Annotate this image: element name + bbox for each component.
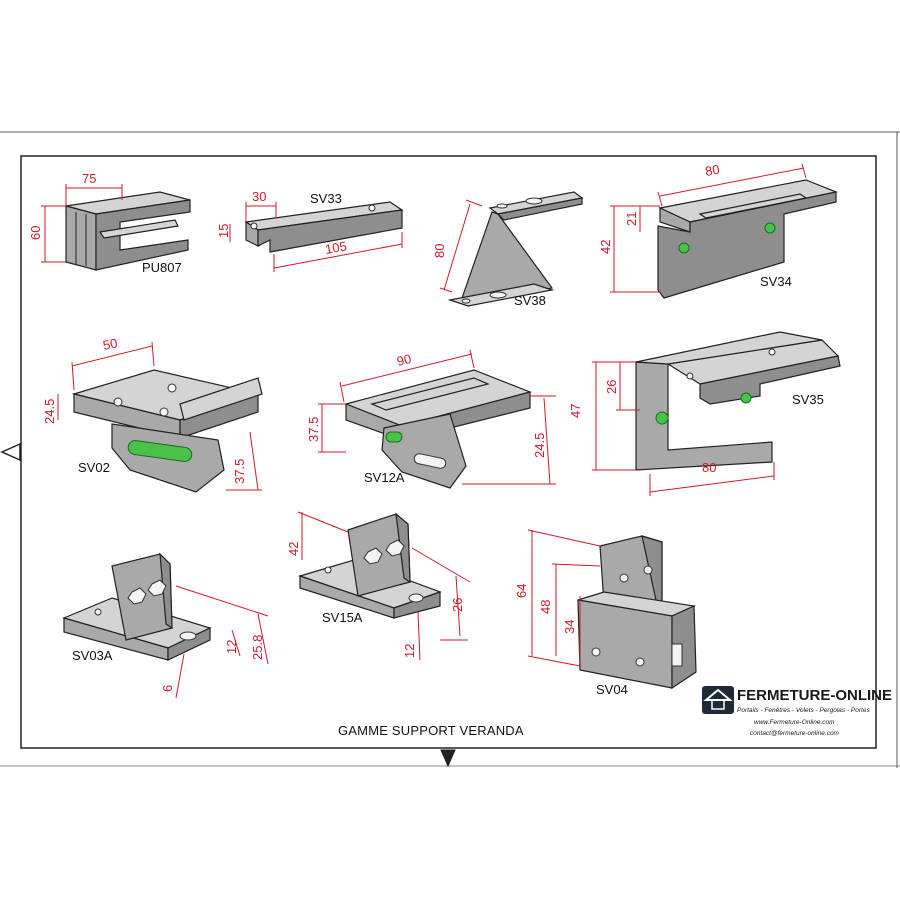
sv04-dim-64: 64 (514, 584, 529, 598)
sv12a-dim-length: 90 (395, 351, 412, 369)
part-pu807: 75 60 PU807 (28, 171, 191, 275)
sv15a-dim-26: 26 (450, 598, 465, 612)
sv02-label: SV02 (78, 460, 110, 475)
pu807-dim-width: 75 (82, 171, 96, 186)
brand-website: www.Fermeture-Online.com (754, 719, 835, 726)
sv15a-label: SV15A (322, 610, 363, 625)
sv34-dim-42: 42 (598, 240, 613, 254)
brand-name: FERMETURE-ONLINE (737, 687, 892, 704)
sv34-dim-length: 80 (704, 162, 721, 179)
sv04-label: SV04 (596, 682, 628, 697)
part-sv33: 30 15 105 SV33 (216, 189, 404, 272)
sv34-dim-21: 21 (624, 212, 639, 226)
sv12a-dim-37-5: 37.5 (306, 417, 321, 442)
sv12a-label: SV12A (364, 470, 405, 485)
part-sv03a: 12 25.8 6 SV03A (62, 552, 269, 699)
sv04-dim-34: 34 (562, 620, 577, 634)
part-sv34: 80 21 42 SV34 (598, 162, 839, 299)
sv03a-label: SV03A (72, 648, 113, 663)
sv03a-dim-25-8: 25.8 (250, 635, 265, 660)
sv38-label: SV38 (514, 293, 546, 308)
sv15a-dim-12: 12 (402, 644, 417, 658)
part-sv04: 64 48 34 SV04 (514, 529, 697, 697)
sv15a-dim-42: 42 (286, 542, 301, 556)
brand-logo: FERMETURE-ONLINE Portails - Fenêtres - V… (702, 686, 892, 737)
sv35-dim-26: 26 (604, 380, 619, 394)
part-sv35: 26 47 80 SV35 (568, 331, 841, 496)
sv04-dim-48: 48 (538, 600, 553, 614)
sv03a-dim-12: 12 (224, 640, 239, 654)
sv03a-dim-6: 6 (160, 685, 175, 692)
part-sv12a: 90 37.5 24.5 SV12A (306, 349, 556, 489)
sv02-dim-24-5: 24.5 (42, 399, 57, 424)
part-sv38: 80 SV38 (432, 191, 584, 308)
sv12a-dim-24-5: 24.5 (532, 433, 547, 458)
sv35-label: SV35 (792, 392, 824, 407)
sv38-dim-height: 80 (432, 244, 447, 258)
part-sv02: 50 24.5 37.5 SV02 (42, 335, 263, 493)
pu807-label: PU807 (142, 260, 182, 275)
sheet-title: GAMME SUPPORT VERANDA (338, 723, 524, 738)
sv02-dim-width: 50 (102, 335, 119, 353)
sv33-label: SV33 (310, 191, 342, 206)
drawing-border (20, 155, 877, 749)
sv33-dim-width: 30 (252, 189, 266, 204)
brand-tagline: Portails - Fenêtres - Volets - Pergolas … (737, 707, 870, 714)
sv33-dim-length: 105 (324, 238, 348, 257)
pu807-dim-height: 60 (28, 226, 43, 240)
sv02-dim-37-5: 37.5 (232, 459, 247, 484)
sv34-label: SV34 (760, 274, 792, 289)
sv35-dim-47: 47 (568, 404, 583, 418)
sv33-dim-height: 15 (216, 224, 231, 238)
left-marker-icon (0, 442, 21, 462)
bottom-marker-icon (440, 749, 456, 768)
brand-email: contact@fermeture-online.com (750, 730, 840, 737)
sv35-dim-length: 80 (702, 460, 716, 475)
part-sv15a: 42 26 12 SV15A (286, 511, 471, 661)
